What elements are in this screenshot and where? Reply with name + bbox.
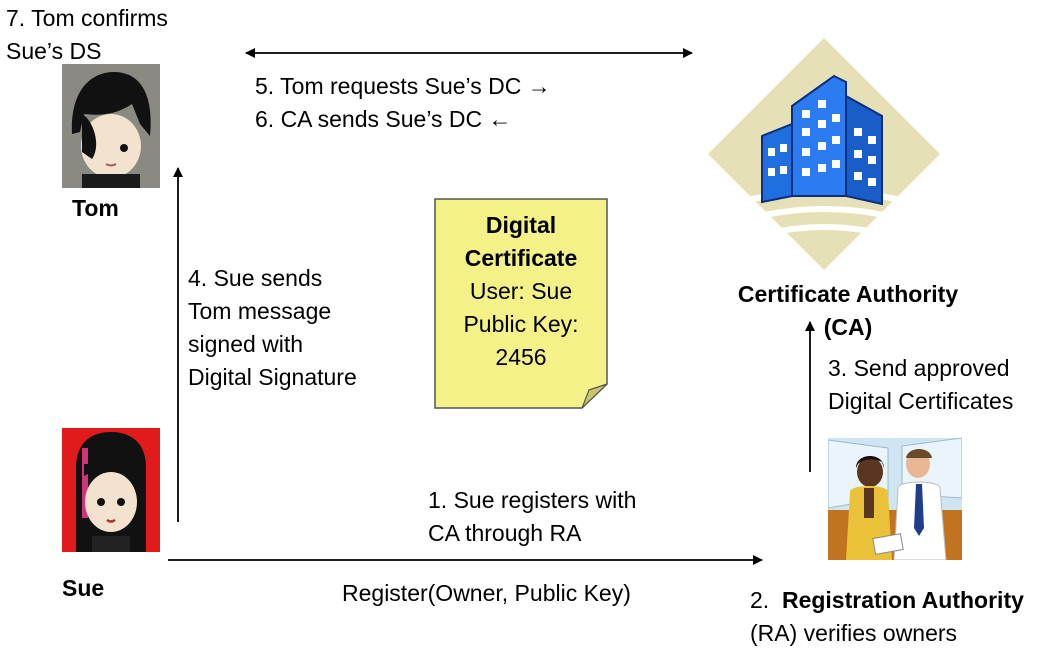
step7-line2: Sue’s DS [6, 38, 102, 64]
step6-label: 6. CA sends Sue’s DC ← [255, 106, 512, 132]
tom-label: Tom [72, 195, 119, 221]
step1-label: 1. Sue registers with CA through RA [428, 484, 636, 550]
certificate-user: User: Sue [469, 278, 573, 304]
certificate-note [434, 198, 608, 409]
certificate-key-value: 2456 [495, 344, 547, 370]
step1-line1: 1. Sue registers with [428, 487, 637, 513]
step5-label: 5. Tom requests Sue’s DC → [255, 73, 551, 99]
step2-prefix: 2. [750, 587, 782, 613]
ca-label: Certificate Authority (CA) [720, 278, 976, 344]
step4-line1: 4. Sue sends [188, 265, 323, 291]
sue-avatar [62, 428, 160, 552]
certificate-key-label: Public Key: [463, 311, 579, 337]
ca-label-line2: (CA) [823, 314, 873, 340]
step4-line4: Digital Signature [188, 364, 357, 390]
step4-line3: signed with [188, 331, 304, 357]
step3-line1: 3. Send approved [828, 355, 1010, 381]
ra-officials-picture [828, 428, 962, 560]
step2-line2: (RA) verifies owners [750, 620, 958, 646]
step2-label: 2. Registration Authority (RA) verifies … [750, 584, 1024, 650]
step4-line2: Tom message [188, 298, 332, 324]
step3-label: 3. Send approved Digital Certificates [828, 352, 1013, 418]
step1-line2: CA through RA [428, 520, 582, 546]
register-call-label: Register(Owner, Public Key) [342, 580, 631, 606]
certificate-title-line1: Digital [485, 212, 557, 238]
ca-label-line1: Certificate Authority [737, 281, 959, 307]
step4-label: 4. Sue sends Tom message signed with Dig… [188, 262, 357, 394]
certificate-title-line2: Certificate [464, 245, 578, 271]
step7-label: 7. Tom confirms Sue’s DS [6, 2, 168, 68]
step7-line1: 7. Tom confirms [6, 5, 168, 31]
certificate-text: Digital Certificate User: Sue Public Key… [434, 209, 608, 374]
step3-line2: Digital Certificates [828, 388, 1014, 414]
sue-label: Sue [62, 575, 105, 601]
step2-title: Registration Authority [781, 587, 1024, 613]
tom-avatar [62, 64, 160, 188]
building-icon [708, 38, 940, 270]
